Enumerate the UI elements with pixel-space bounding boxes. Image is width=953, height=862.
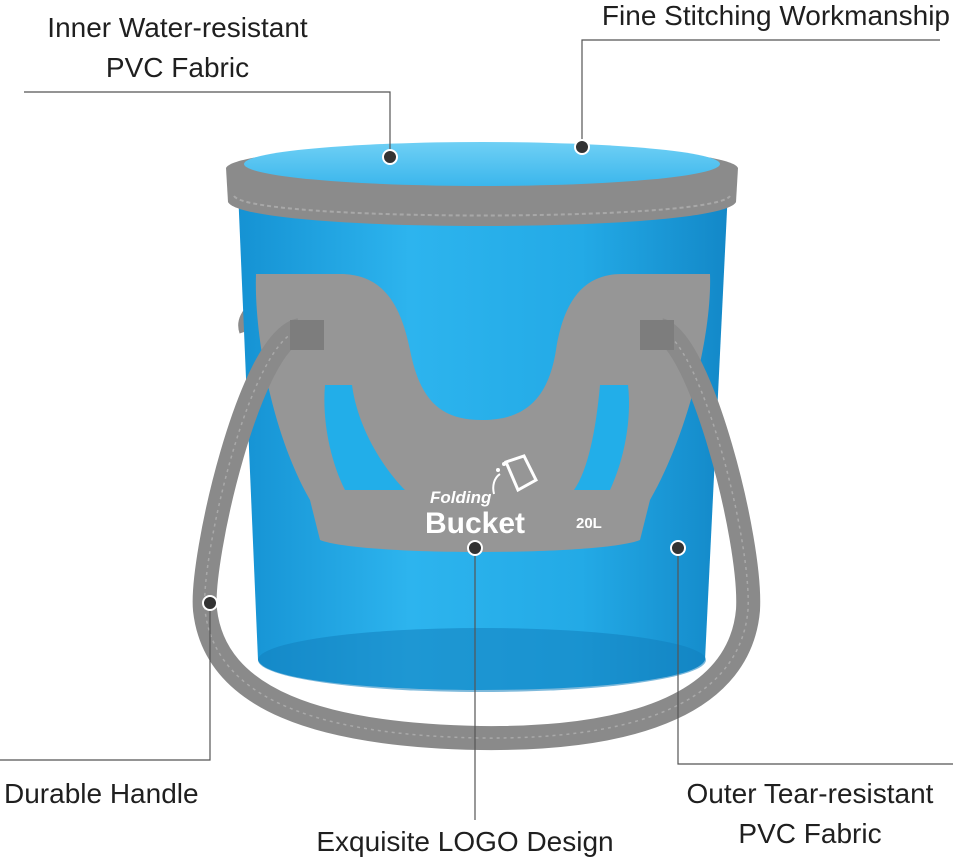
callout-logo: Exquisite LOGO Design [300,822,630,862]
dot-logo [467,540,483,556]
dot-outer-fabric [670,540,686,556]
callout-outer-fabric: Outer Tear-resistant PVC Fabric [670,774,950,854]
dot-stitching [574,139,590,155]
panel-cutout-left [324,385,405,490]
pouring-bucket-logo-icon [492,454,538,495]
callout-inner-fabric-line2: PVC Fabric [105,52,250,83]
callout-outer-fabric-line1: Outer Tear-resistant [686,778,934,809]
callout-handle-line1: Durable Handle [4,778,199,809]
leader-stitching [581,39,940,146]
capacity-label: 20L [576,515,602,532]
callout-handle: Durable Handle [4,774,224,814]
logo-brand-large: Bucket [425,507,525,540]
callout-inner-fabric: Inner Water-resistant PVC Fabric [20,8,335,88]
leader-inner-fabric [24,91,391,156]
right-strap-anchor [640,320,674,350]
panel-cutout-right [574,385,630,490]
dot-inner-fabric [382,149,398,165]
leader-handle [0,604,211,761]
left-strap-stitch [203,329,749,739]
bucket-bottom-shadow [258,628,706,692]
callout-inner-fabric-line1: Inner Water-resistant [47,12,308,43]
callout-dots [202,139,686,611]
logo-brand-small: Folding [430,488,492,507]
leader-lines [0,39,953,820]
callout-stitching: Fine Stitching Workmanship [560,0,950,36]
callout-outer-fabric-line2: PVC Fabric [738,818,882,849]
leader-outer-fabric [677,548,953,765]
rim-inner-edge [244,142,720,186]
callout-stitching-line1: Fine Stitching Workmanship [601,0,950,31]
dot-handle [202,595,218,611]
left-strap-anchor [290,320,324,350]
callout-logo-line1: Exquisite LOGO Design [316,826,614,857]
